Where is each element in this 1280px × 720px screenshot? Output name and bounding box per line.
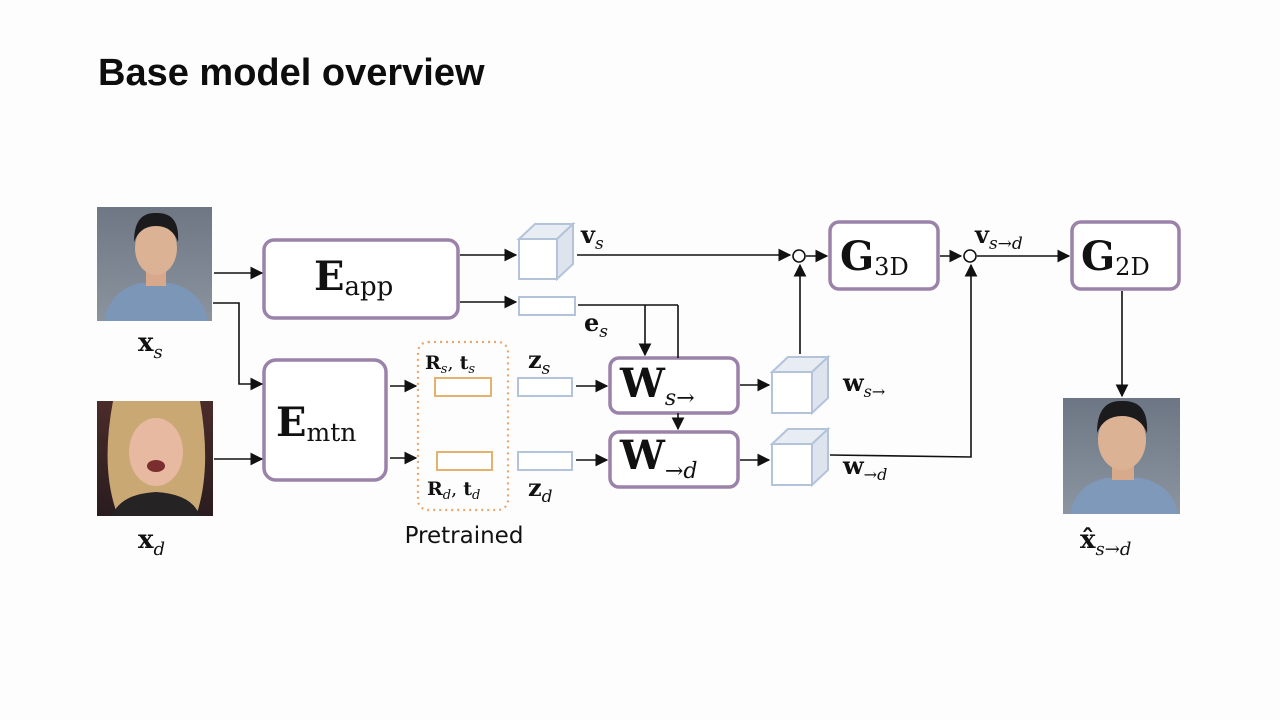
latent-driver-label: zd <box>528 473 553 507</box>
latent-source-bar <box>517 377 573 397</box>
pose-source-label: Rs, ts <box>425 352 475 377</box>
generator-3d-label: G3D <box>840 233 909 281</box>
warp-source-cube <box>769 354 831 416</box>
volume-source-cube <box>516 221 576 282</box>
output-label: x̂s→d <box>1080 525 1131 560</box>
generator-3d-box: G3D <box>828 220 940 291</box>
output-image <box>1063 398 1180 514</box>
warp-source-label: Ws→ <box>619 360 695 411</box>
warp-source-box: Ws→ <box>608 356 740 415</box>
pretrained-label: Pretrained <box>405 523 524 549</box>
pose-source-bar <box>434 377 492 397</box>
latent-driver-bar <box>517 451 573 471</box>
junction-g3d <box>792 249 806 263</box>
warp-driver-box: W→d <box>608 430 740 489</box>
volume-source-label: vs <box>580 220 604 254</box>
warp-source-field-label: ws→ <box>842 368 885 401</box>
latent-source-label: zs <box>528 345 551 379</box>
generator-2d-box: G2D <box>1070 220 1181 291</box>
pose-driver-bar <box>436 451 493 471</box>
appearance-code-bar <box>518 296 576 316</box>
driver-image <box>97 401 213 516</box>
warp-driver-cube <box>769 426 831 488</box>
source-label: xs <box>138 328 163 363</box>
appearance-code-label: es <box>584 308 608 342</box>
appearance-encoder-box: Eapp <box>262 238 460 320</box>
warped-volume-label: vs→d <box>974 220 1023 254</box>
connections <box>213 248 1129 467</box>
slide-title: Base model overview <box>98 52 485 94</box>
motion-encoder-box: Emtn <box>262 358 388 482</box>
appearance-encoder-label: Eapp <box>314 253 393 302</box>
driver-label: xd <box>138 525 165 560</box>
motion-encoder-label: Emtn <box>276 399 356 447</box>
pretrained-region <box>416 340 510 512</box>
warp-driver-label: W→d <box>619 432 697 484</box>
warp-driver-field-label: w→d <box>842 451 887 484</box>
pose-driver-label: Rd, td <box>427 478 480 503</box>
generator-2d-label: G2D <box>1081 233 1150 281</box>
junction-g2d <box>963 249 977 263</box>
source-image <box>97 207 212 321</box>
